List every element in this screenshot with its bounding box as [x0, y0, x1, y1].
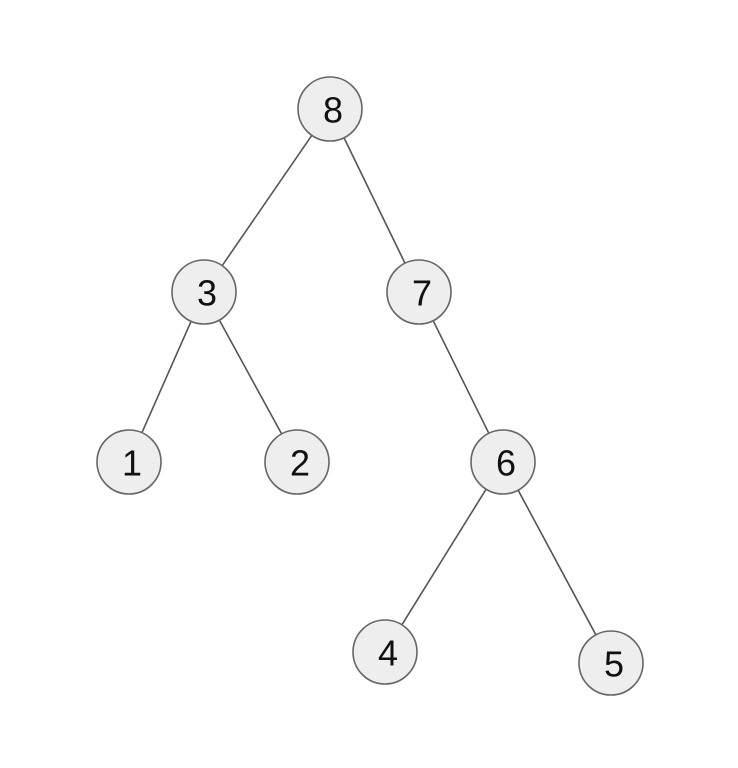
tree-node-3: 3 [171, 259, 237, 325]
node-circle [352, 619, 418, 685]
edge-n8-n7 [343, 137, 406, 264]
node-circle [386, 259, 452, 325]
node-label: 5 [604, 644, 624, 685]
node-label: 4 [378, 633, 398, 674]
tree-node-5: 5 [578, 630, 644, 696]
tree-nodes: 8 3 7 1 2 6 4 5 [96, 76, 644, 696]
edge-n8-n3 [221, 134, 313, 267]
tree-node-4: 4 [352, 619, 418, 685]
tree-node-8: 8 [297, 76, 363, 142]
tree-node-7: 7 [386, 259, 452, 325]
edge-n6-n5 [517, 489, 597, 636]
node-circle [171, 259, 237, 325]
node-label: 6 [496, 443, 516, 484]
tree-node-6: 6 [470, 429, 536, 495]
node-circle [297, 76, 363, 142]
edge-n3-n2 [218, 319, 283, 435]
node-label: 7 [412, 273, 432, 314]
node-circle [578, 630, 644, 696]
tree-edges [141, 134, 597, 636]
node-label: 1 [122, 443, 142, 484]
tree-node-2: 2 [264, 429, 330, 495]
node-label: 8 [323, 90, 343, 131]
node-circle [470, 429, 536, 495]
node-label: 2 [290, 443, 310, 484]
node-circle [96, 429, 162, 495]
edge-n6-n4 [401, 488, 487, 626]
edge-n3-n1 [141, 320, 192, 434]
tree-node-1: 1 [96, 429, 162, 495]
node-label: 3 [197, 273, 217, 314]
node-circle [264, 429, 330, 495]
edge-n7-n6 [432, 320, 490, 434]
